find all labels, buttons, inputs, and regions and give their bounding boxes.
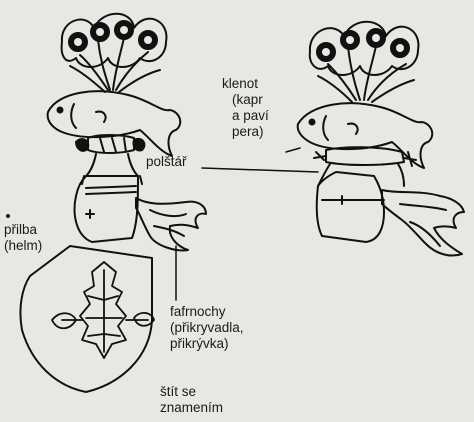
- right-peacock-feathers-icon: [310, 22, 419, 102]
- leader-prilba-dot: [6, 214, 10, 218]
- leader-polstar: [202, 168, 318, 172]
- left-mantling-icon: [136, 198, 206, 250]
- left-peacock-feathers-icon: [62, 14, 167, 92]
- label-prilba: přilba (helm): [4, 222, 42, 254]
- left-helmet-icon: [75, 176, 142, 242]
- label-stit: štít se znamením: [160, 384, 223, 416]
- label-leader-lines: [6, 148, 318, 300]
- right-helmet-icon: [317, 172, 384, 242]
- oak-branch-charge-icon: [52, 262, 154, 358]
- leader-klenot: [286, 148, 300, 152]
- right-coat-of-arms: [298, 22, 464, 256]
- left-shield-icon: [20, 246, 154, 392]
- label-klenot: klenot (kapr a paví pera): [222, 76, 269, 140]
- right-mantling-icon: [382, 190, 464, 256]
- label-polstar: polštář: [146, 154, 187, 170]
- label-fafrnochy: fafrnochy (přikryvadla, přikrývka): [170, 304, 244, 352]
